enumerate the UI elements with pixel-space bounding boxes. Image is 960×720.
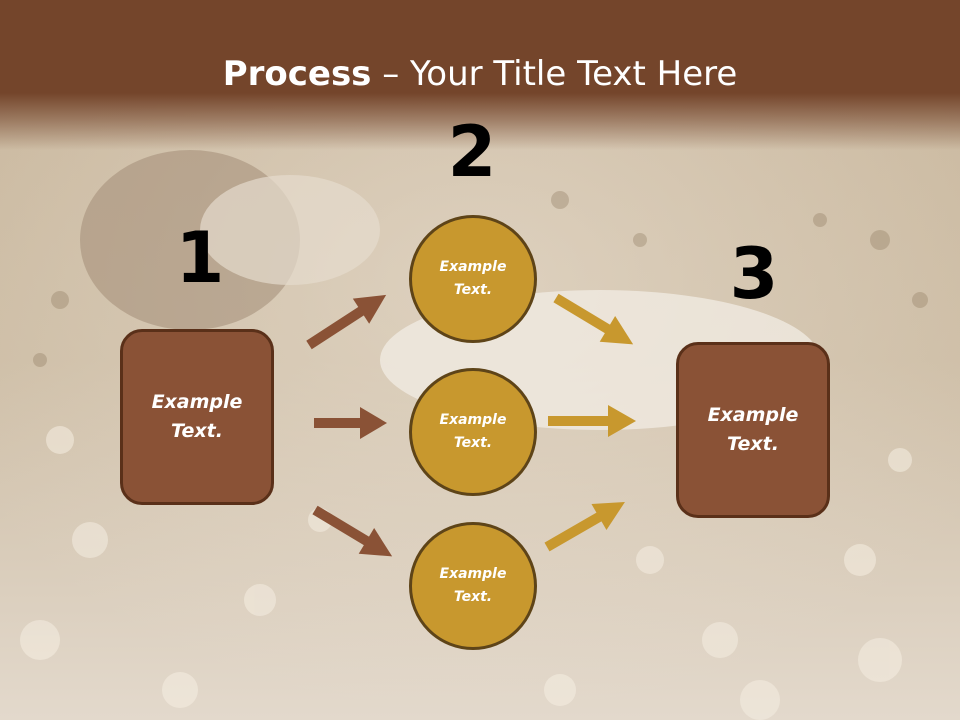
- left-process-box: Example Text.: [120, 329, 274, 505]
- step-number-1: 1: [175, 217, 225, 299]
- step-number-3: 3: [729, 233, 779, 315]
- step-number-2: 2: [447, 111, 497, 193]
- slide-title: Process – Your Title Text Here: [0, 52, 960, 96]
- title-bold: Process: [222, 54, 372, 94]
- right-process-box: Example Text.: [676, 342, 830, 518]
- circle-middle: Example Text.: [409, 368, 537, 496]
- circle-bottom: Example Text.: [409, 522, 537, 650]
- header-band: [0, 0, 960, 150]
- circle-top: Example Text.: [409, 215, 537, 343]
- title-rest: – Your Title Text Here: [371, 54, 738, 94]
